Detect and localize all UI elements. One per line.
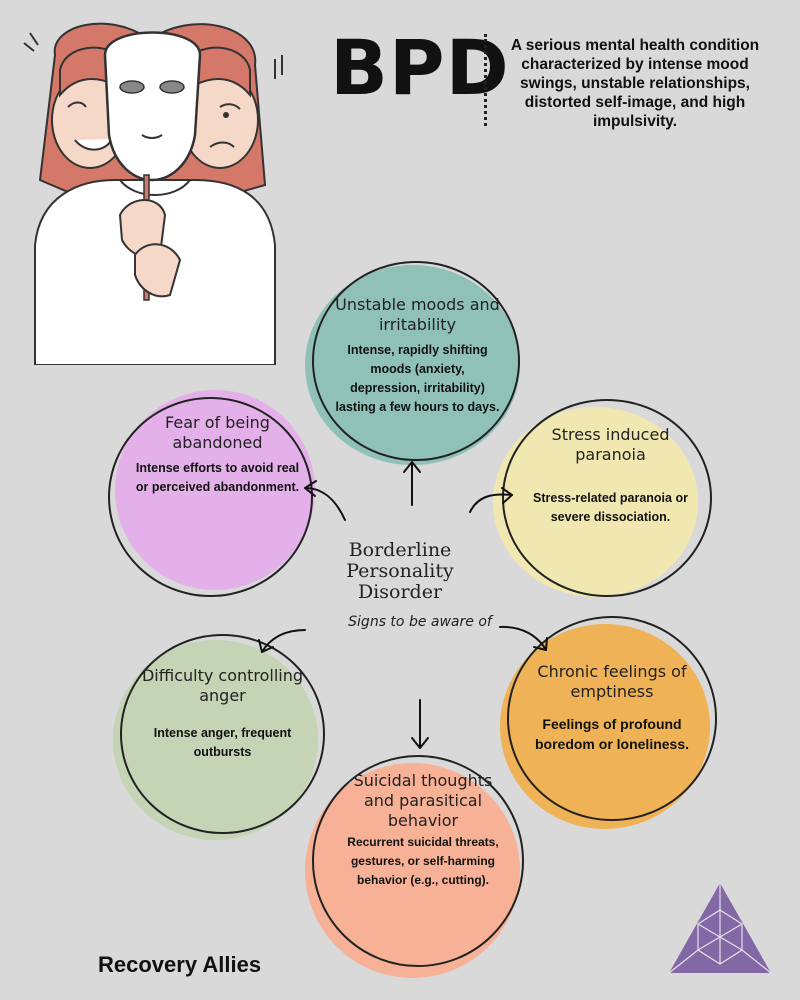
sign-description: Feelings of profound boredom or loneline… (534, 716, 690, 752)
center-title: Borderline Personality Disorder (346, 539, 454, 603)
sign-stress-paranoia: Stress induced paranoia Stress-related p… (488, 395, 723, 605)
sign-description: Intense, rapidly shifting moods (anxiety… (335, 343, 500, 414)
bubble-outline (120, 634, 325, 834)
sign-title: Chronic feelings of emptiness (537, 662, 687, 701)
arrow-down-icon (411, 699, 429, 749)
page-title: BPD (330, 23, 510, 112)
center-subtitle: Signs to be aware of (348, 614, 492, 630)
bubble-outline (507, 616, 717, 821)
condition-description: A serious mental health condition charac… (510, 37, 760, 130)
bubble-outline (312, 755, 524, 967)
brand-name: Recovery Allies (98, 952, 262, 977)
sign-description: Intense efforts to avoid real or perceiv… (135, 461, 300, 494)
sign-title: Unstable moods and irritability (335, 295, 500, 334)
sign-title: Difficulty controlling anger (141, 666, 304, 705)
title-divider (484, 34, 487, 126)
triangle-logo-icon (668, 883, 772, 974)
sign-title: Stress induced paranoia (551, 425, 670, 464)
bubble-outline (312, 261, 520, 461)
sign-anger-control: Difficulty controlling anger Intense ang… (108, 630, 338, 845)
sign-description: Intense anger, frequent outbursts (153, 726, 292, 759)
sign-description: Stress-related paranoia or severe dissoc… (533, 491, 688, 524)
woman-mask-illustration (23, 22, 283, 365)
sign-chronic-emptiness: Chronic feelings of emptiness Feelings o… (495, 612, 730, 834)
sign-fear-of-abandonment: Fear of being abandoned Intense efforts … (100, 385, 335, 605)
sign-title: Suicidal thoughts and parasitical behavi… (353, 771, 493, 830)
sign-title: Fear of being abandoned (165, 413, 270, 452)
sign-description: Recurrent suicidal threats, gestures, or… (347, 835, 499, 887)
sign-unstable-moods: Unstable moods and irritability Intense,… (300, 255, 530, 480)
sign-suicidal-thoughts: Suicidal thoughts and parasitical behavi… (300, 755, 535, 990)
